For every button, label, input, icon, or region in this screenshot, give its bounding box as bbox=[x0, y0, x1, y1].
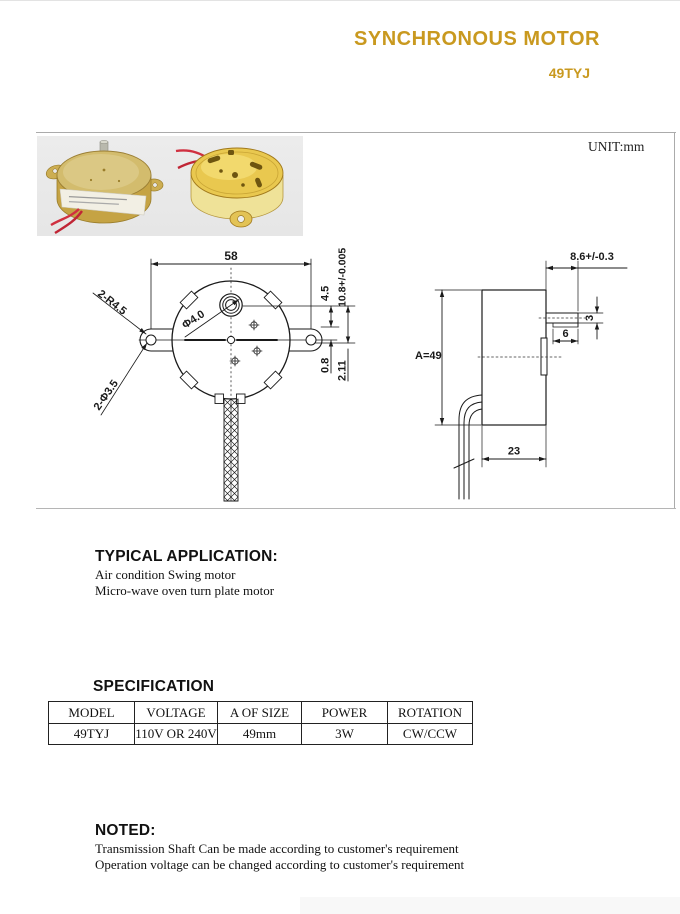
dim-shaft-dia: 3 bbox=[584, 315, 596, 321]
front-view-drawing: 58 bbox=[92, 248, 356, 502]
cell-model: 49TYJ bbox=[48, 723, 135, 745]
model-number: 49TYJ bbox=[548, 65, 590, 81]
specification-heading: SPECIFICATION bbox=[93, 678, 215, 695]
application-line-2: Micro-wave oven turn plate motor bbox=[95, 582, 275, 598]
cell-voltage: 110V OR 240V bbox=[134, 723, 218, 745]
col-a-of-size: A OF SIZE bbox=[217, 701, 302, 724]
specification-section: SPECIFICATION MODEL VOLTAGE A OF SIZE PO… bbox=[48, 678, 473, 745]
noted-heading: NOTED: bbox=[95, 822, 156, 839]
dim-mount-holes: 2-Φ3.5 bbox=[92, 378, 121, 413]
motor-photo-top bbox=[45, 140, 164, 235]
drawing-frame-right bbox=[674, 132, 675, 509]
spec-data-row: 49TYJ 110V OR 240V 49mm 3W CW/CCW bbox=[48, 723, 473, 745]
side-view-drawing: 8.6+/-0.3 3 6 A=49 bbox=[415, 251, 628, 500]
dim-width-58: 58 bbox=[224, 249, 238, 263]
dim-flat-length: 6 bbox=[562, 328, 568, 340]
drawing-frame-top bbox=[36, 132, 676, 133]
dim-shaft-length: 8.6+/-0.3 bbox=[570, 251, 614, 263]
page-top-border bbox=[0, 0, 680, 1]
dim-2-11: 2.11 bbox=[337, 360, 349, 381]
spec-table: MODEL VOLTAGE A OF SIZE POWER ROTATION 4… bbox=[48, 701, 473, 745]
scan-edge-artifact bbox=[300, 897, 680, 914]
dim-10-8: 10.8+/-0.005 bbox=[337, 248, 349, 307]
cell-power: 3W bbox=[301, 723, 388, 745]
application-line-1: Air condition Swing motor bbox=[95, 567, 236, 582]
col-power: POWER bbox=[301, 701, 388, 724]
col-model: MODEL bbox=[48, 701, 135, 724]
noted-section: NOTED: Transmission Shaft Can be made ac… bbox=[95, 822, 464, 871]
knurled-shaft bbox=[223, 398, 239, 502]
product-photos bbox=[37, 136, 303, 236]
dim-body-height: A=49 bbox=[415, 350, 442, 362]
motor-photo-bottom bbox=[175, 147, 284, 228]
cell-a-of-size: 49mm bbox=[217, 723, 302, 745]
unit-label: UNIT:mm bbox=[588, 139, 645, 154]
noted-line-2: Operation voltage can be changed accordi… bbox=[95, 856, 465, 872]
dim-4-5: 4.5 bbox=[320, 286, 332, 301]
application-section: TYPICAL APPLICATION: Air condition Swing… bbox=[95, 548, 278, 597]
noted-line-1: Transmission Shaft Can be made according… bbox=[95, 841, 459, 856]
col-rotation: ROTATION bbox=[387, 701, 473, 724]
spec-header-row: MODEL VOLTAGE A OF SIZE POWER ROTATION bbox=[48, 701, 473, 724]
lead-wires bbox=[453, 394, 483, 500]
drawing-frame-bottom bbox=[36, 508, 676, 509]
dim-0-8: 0.8 bbox=[320, 358, 332, 373]
col-voltage: VOLTAGE bbox=[134, 701, 218, 724]
dim-ear-radius: 2-R4.5 bbox=[95, 288, 128, 318]
dim-body-depth: 23 bbox=[508, 446, 520, 458]
page-title: SYNCHRONOUS MOTOR bbox=[354, 28, 600, 50]
cell-rotation: CW/CCW bbox=[387, 723, 473, 745]
application-heading: TYPICAL APPLICATION: bbox=[95, 548, 278, 565]
